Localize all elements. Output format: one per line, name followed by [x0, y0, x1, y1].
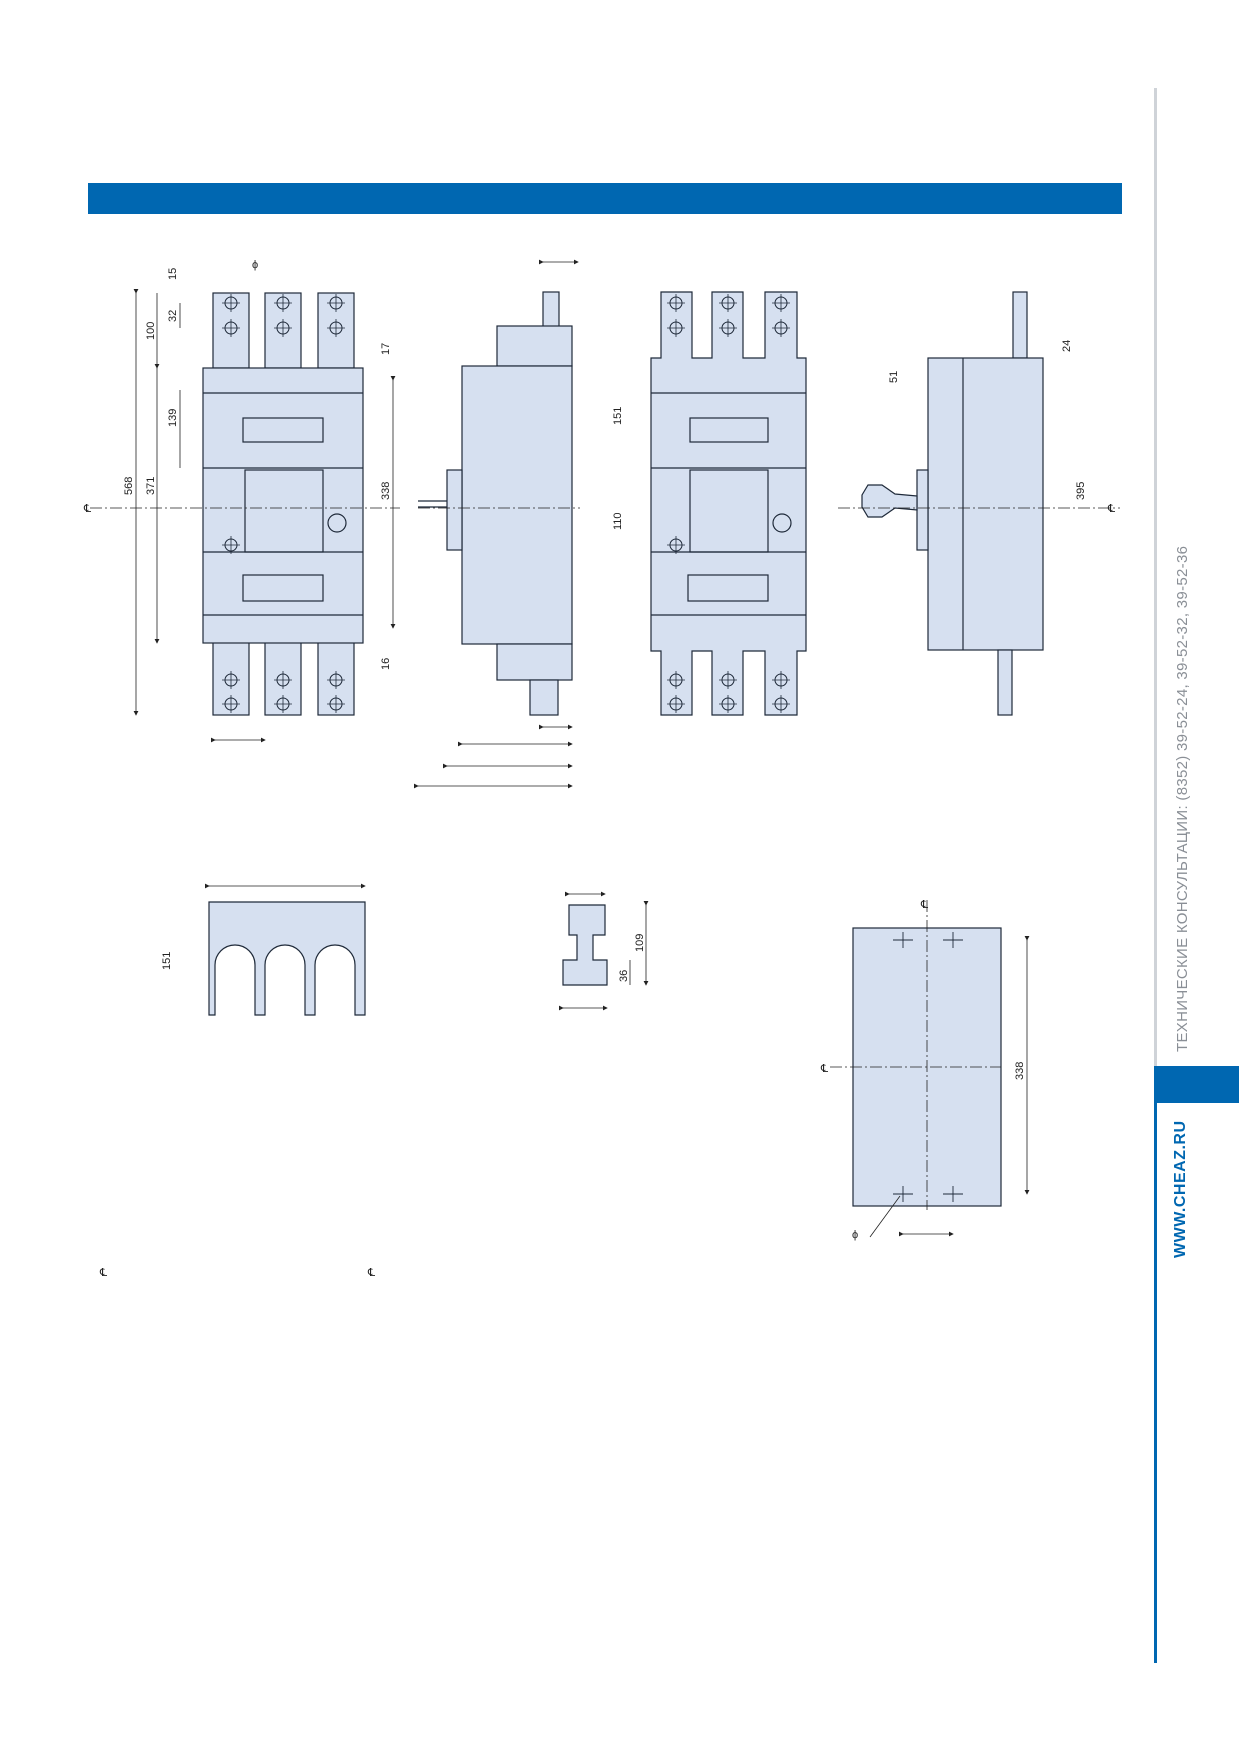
side-view: [418, 291, 573, 716]
side-view-right: [861, 291, 1044, 716]
center-mark-front: ℄: [83, 503, 91, 515]
side-right-dim-labels: 51 24 395 ℄: [888, 340, 1115, 515]
dim-110-rear: 110: [612, 512, 624, 530]
dim-338: 338: [380, 482, 392, 500]
shield-dims: 151: [161, 883, 366, 970]
side-rule-accent: [1154, 1092, 1157, 1663]
front-view: [202, 292, 364, 716]
panel-holes: [893, 932, 963, 1202]
dim-15: 15: [167, 268, 179, 280]
phi-symbol-front: ϕ: [252, 259, 258, 271]
front-dim-lines: [90, 289, 400, 743]
phi-symbol-panel: ϕ: [852, 1229, 858, 1241]
header-bar: [88, 183, 1122, 214]
legend-center-mark: ℄: [99, 1267, 107, 1279]
front-dim-labels: 15 32 100 568 371 139 338 17 16 ϕ ℄: [83, 259, 392, 670]
rear-view: [650, 291, 807, 716]
legend: ℄ ℄: [99, 1267, 375, 1279]
dim-36: 36: [618, 970, 630, 982]
handle-dim-labels: 109 36: [618, 934, 646, 982]
side-tab: [1154, 1066, 1239, 1103]
dim-139: 139: [167, 409, 179, 427]
center-mark-panel: ℄: [820, 1063, 828, 1075]
dim-568: 568: [123, 477, 135, 495]
phase-shield: [208, 901, 366, 1016]
dim-371: 371: [145, 477, 157, 495]
rear-dim-labels: 151 110: [612, 407, 624, 530]
dim-151-rear: 151: [612, 407, 624, 425]
center-mark-right: ℄: [1107, 503, 1115, 515]
panel-dim-labels: 338 ϕ ℄ ℄: [820, 899, 1026, 1241]
dim-100: 100: [145, 322, 157, 340]
dim-109: 109: [634, 934, 646, 952]
dim-395: 395: [1075, 482, 1087, 500]
panel-lines: [830, 900, 1030, 1238]
dim-151-shield: 151: [161, 952, 173, 970]
handle-extension: [562, 904, 608, 986]
handle-dims: [559, 891, 649, 1011]
dim-16: 16: [380, 658, 392, 670]
dim-32: 32: [167, 310, 179, 322]
dim-51: 51: [888, 371, 900, 383]
side-dim-lines: [414, 259, 580, 789]
center-mark-panel-top: ℄: [920, 899, 928, 911]
dim-24: 24: [1061, 340, 1073, 352]
dim-17: 17: [380, 343, 392, 355]
dim-338-panel: 338: [1014, 1062, 1026, 1080]
legend-center-mark-2: ℄: [367, 1267, 375, 1279]
side-rule: [1154, 88, 1157, 1663]
